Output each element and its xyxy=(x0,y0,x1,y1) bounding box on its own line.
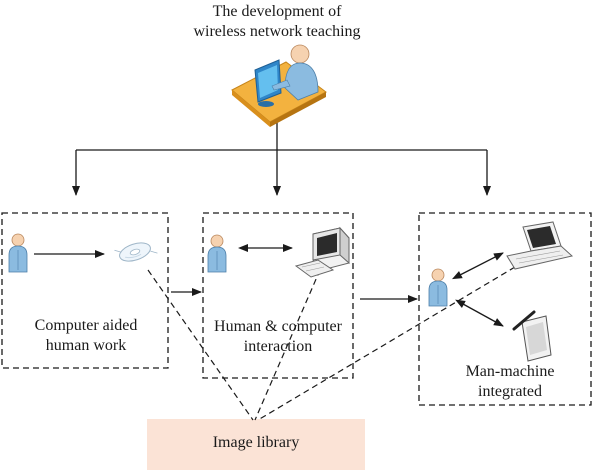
image-library-box xyxy=(147,419,365,470)
disc-icon xyxy=(114,242,158,262)
stage-3-label-line-2: integrated xyxy=(478,383,542,400)
teacher-at-computer-icon xyxy=(231,44,327,127)
person-icon xyxy=(8,233,28,273)
stage-1-label: Computer aided human work xyxy=(8,316,164,356)
library-links xyxy=(147,266,516,421)
stage-box-3 xyxy=(418,212,592,406)
tree-connector xyxy=(72,117,491,196)
stage-1-label-line-2: human work xyxy=(45,337,127,354)
stage-1-label-line-1: Computer aided xyxy=(34,317,138,334)
stage-box-1 xyxy=(1,212,169,369)
stage-3-label-line-1: Man-machine xyxy=(465,363,555,380)
laptop-icon xyxy=(506,221,574,270)
image-library-label: Image library xyxy=(212,434,300,451)
stage-2-label: Human & computer interaction xyxy=(200,317,356,357)
arrow-person-tablet xyxy=(455,299,504,327)
desktop-computer-icon xyxy=(294,226,350,278)
stage-box-2 xyxy=(202,212,354,379)
title-line-1: The development of xyxy=(212,3,342,20)
arrow-person-laptop xyxy=(451,252,504,280)
tablet-stylus-icon xyxy=(512,310,552,362)
diagram-title: The development of wireless network teac… xyxy=(160,2,394,42)
stage-2-label-line-2: interaction xyxy=(243,338,313,355)
title-line-2: wireless network teaching xyxy=(193,23,361,40)
person-icon xyxy=(207,234,227,273)
stage-2-label-line-1: Human & computer xyxy=(214,318,342,335)
person-icon xyxy=(428,268,448,307)
stage-3-label: Man-machine integrated xyxy=(430,362,590,402)
